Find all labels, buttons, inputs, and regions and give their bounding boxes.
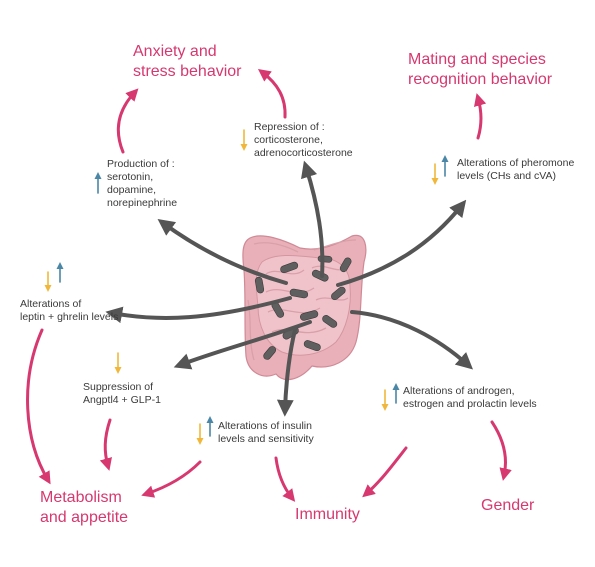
arrow-up-icon [392, 383, 400, 404]
arrow-down-icon [431, 163, 439, 185]
arrow-down-icon [240, 129, 248, 151]
effect-androgen-label: Alterations of androgen, estrogen and pr… [403, 385, 537, 410]
arrow-production-to-anxiety [116, 88, 139, 154]
effect-repression-label: Repression of : corticosterone, adrenoco… [254, 121, 353, 159]
arrow-up-icon [206, 416, 214, 437]
arrow-to-production [157, 219, 288, 285]
outcome-arrows [26, 68, 512, 502]
arrow-up-icon [56, 262, 64, 283]
effect-insulin-label: Alterations of insulin levels and sensit… [218, 420, 314, 445]
arrow-pheromone-to-mating [474, 93, 487, 140]
outcome-gender: Gender [481, 497, 535, 514]
arrow-suppression-to-metabolism [99, 418, 112, 471]
outcome-immunity: Immunity [295, 506, 360, 523]
outcome-metabolism: Metabolism and appetite [40, 489, 129, 526]
arrow-leptin-to-metabolism [26, 328, 51, 485]
effect-pheromone-label: Alterations of pheromone levels (CHs and… [457, 157, 575, 182]
arrow-androgen-to-gender [490, 420, 512, 481]
effect-leptin-label: Alterations of leptin + ghrelin levels [20, 298, 119, 323]
arrow-repression-to-anxiety [257, 68, 287, 119]
intestine-illustration [242, 234, 367, 381]
arrow-to-suppression [173, 320, 312, 370]
effect-suppression-label: Suppression of Angptl4 + GLP-1 [83, 381, 161, 406]
effect-arrows [105, 160, 474, 417]
arrow-to-repression [301, 160, 325, 278]
arrow-down-icon [114, 352, 122, 374]
arrow-down-icon [196, 423, 204, 445]
arrow-to-leptin [105, 296, 292, 324]
outcome-anxiety: Anxiety and stress behavior [133, 43, 242, 80]
arrow-androgen-to-immunity [362, 446, 408, 498]
arrow-down-icon [381, 389, 389, 411]
arrow-to-insulin [276, 328, 297, 417]
arrow-up-icon [441, 155, 449, 177]
arrow-to-androgen [350, 310, 474, 370]
arrow-up-icon [94, 172, 102, 194]
arrow-to-pheromone [336, 199, 467, 287]
effect-production-label: Production of : serotonin, dopamine, nor… [107, 158, 178, 209]
arrow-insulin-to-metabolism [141, 460, 202, 498]
arrow-down-icon [44, 271, 52, 292]
arrow-insulin-to-immunity [274, 456, 296, 502]
outcome-mating: Mating and species recognition behavior [408, 51, 553, 88]
change-indicators [44, 129, 449, 445]
